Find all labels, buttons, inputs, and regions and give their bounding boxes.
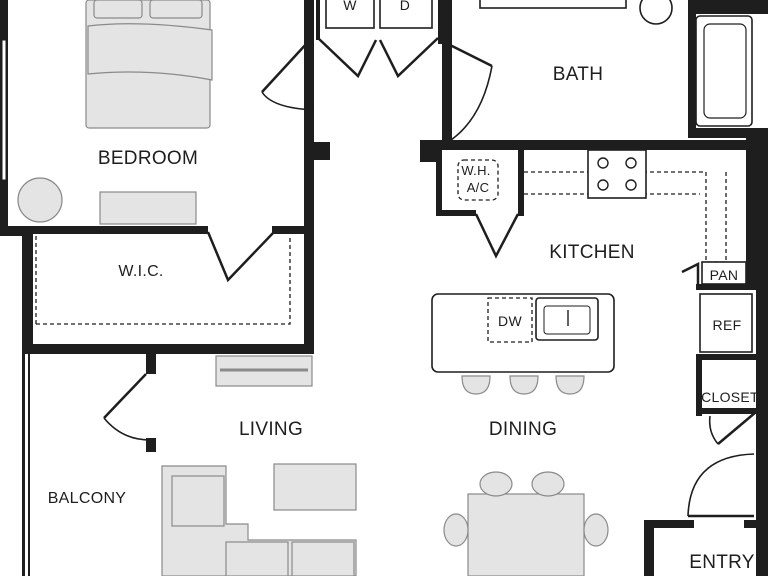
- label-closet: CLOSET: [701, 389, 759, 405]
- coffee-table: [273, 463, 357, 511]
- dryer: [379, 0, 433, 29]
- washer: [325, 0, 375, 29]
- label-bedroom: BEDROOM: [98, 148, 198, 169]
- label-wic: W.I.C.: [118, 263, 163, 280]
- room-labels: BEDROOM W.I.C. BATH KITCHEN LIVING DININ…: [48, 64, 755, 573]
- chair: [17, 177, 63, 223]
- doors: [103, 37, 757, 518]
- bench: [99, 191, 197, 225]
- label-bath: BATH: [553, 64, 603, 85]
- label-pantry: PAN: [710, 267, 739, 283]
- sink: [535, 297, 599, 341]
- label-water-heater-1: W.H.: [461, 163, 490, 178]
- pantry: [701, 261, 747, 285]
- bar-stools: [461, 375, 585, 395]
- furniture: [1, 0, 753, 576]
- refrigerator: [699, 293, 753, 353]
- label-living: LIVING: [239, 419, 303, 440]
- dining-table: [467, 493, 585, 576]
- label-dishwasher: DW: [498, 313, 522, 329]
- label-dining: DINING: [489, 419, 557, 440]
- label-water-heater-2: A/C: [467, 180, 490, 195]
- label-balcony: BALCONY: [48, 490, 127, 507]
- bathtub: [695, 15, 753, 127]
- vanity: [479, 0, 627, 9]
- fixture-labels: W D W.H. A/C PAN DW REF CLOSET: [343, 0, 759, 405]
- label-washer: W: [343, 0, 357, 13]
- label-kitchen: KITCHEN: [549, 242, 635, 263]
- label-entry: ENTRY: [689, 552, 755, 573]
- label-refrigerator: REF: [713, 317, 742, 333]
- label-dryer: D: [400, 0, 410, 13]
- stove: [587, 149, 647, 199]
- toilet: [639, 0, 673, 25]
